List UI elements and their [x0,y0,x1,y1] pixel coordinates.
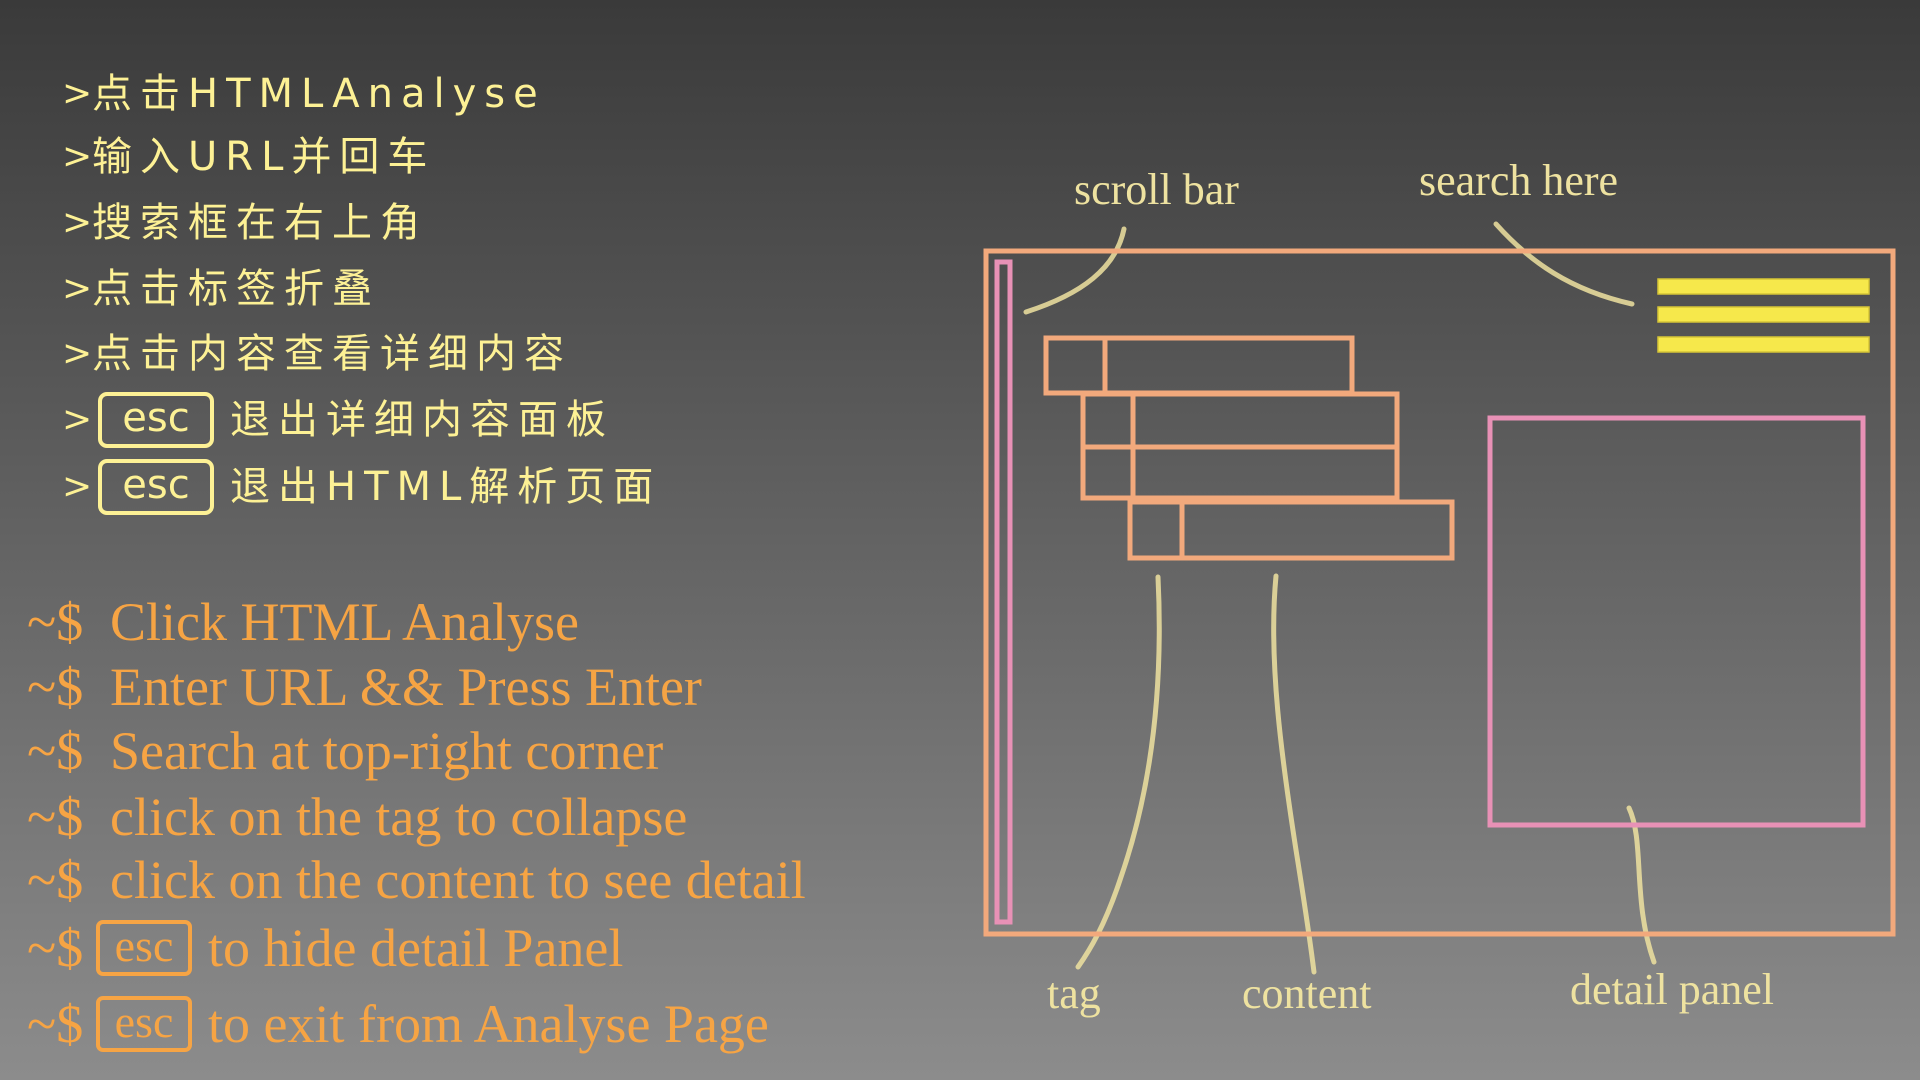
en-instruction-4: ~$ click on the tag to collapse [27,785,687,849]
shell-prompt: ~$ [27,850,84,910]
zh-instruction-text: 点击内容查看详细内容 [92,331,572,377]
search-bar-line [1657,278,1870,295]
tag-label: tag [1047,969,1101,1018]
zh-instruction-6: > esc 退出详细内容面板 [62,392,614,448]
tree-row [1043,335,1355,396]
zh-instruction-text: 点击标签折叠 [92,266,380,312]
zh-instruction-5: > 点击内容查看详细内容 [62,326,572,382]
prompt-chevron: > [62,136,93,177]
en-instruction-7: ~$ esc to exit from Analyse Page [27,992,769,1056]
zh-instruction-text: 搜索框在右上角 [92,200,428,246]
zh-instruction-4: > 点击标签折叠 [62,261,380,317]
en-instruction-6: ~$ esc to hide detail Panel [27,916,623,980]
prompt-chevron: > [62,202,93,243]
tag-cell [1080,444,1136,501]
content-leader-line [1271,573,1317,975]
esc-key-badge: esc [96,920,192,976]
search-label: search here [1419,156,1618,205]
shell-prompt: ~$ [27,721,84,781]
search-bar-line [1657,306,1870,323]
esc-key-badge: esc [98,459,214,515]
content-cell [1102,335,1355,396]
zh-instruction-text: 输入URL并回车 [92,134,436,180]
en-instruction-text: to exit from Analyse Page [208,994,769,1054]
content-cell [1179,499,1455,561]
zh-instruction-1: > 点击HTMLAnalyse [62,66,546,122]
zh-instruction-7: > esc 退出HTML解析页面 [62,459,661,515]
prompt-chevron: > [62,399,93,440]
en-instruction-text: to hide detail Panel [208,918,624,978]
content-cell [1130,444,1400,501]
tag-cell [1043,335,1108,396]
en-instruction-2: ~$ Enter URL && Press Enter [27,655,702,719]
tag-leader-line [1075,574,1162,970]
tree-row [1080,391,1400,450]
shell-prompt: ~$ [27,657,84,717]
en-instruction-text: Enter URL && Press Enter [110,657,702,717]
zh-instruction-text: 退出详细内容面板 [230,397,614,443]
shell-prompt: ~$ [27,787,84,847]
en-instruction-5: ~$ click on the content to see detail [27,848,806,912]
content-cell [1130,391,1400,450]
shell-prompt: ~$ [27,994,84,1054]
search-bar-line [1657,336,1870,353]
shell-prompt: ~$ [27,592,84,652]
en-instruction-1: ~$ Click HTML Analyse [27,590,579,654]
en-instruction-3: ~$ Search at top-right corner [27,719,663,783]
content-label: content [1242,969,1372,1018]
detail-panel-label: detail panel [1570,965,1774,1014]
prompt-chevron: > [62,73,93,114]
analyse-window-frame [983,248,1896,937]
prompt-chevron: > [62,268,93,309]
shell-prompt: ~$ [27,918,84,978]
zh-instruction-3: > 搜索框在右上角 [62,195,428,251]
scroll-bar [994,259,1013,925]
esc-key-badge: esc [98,392,214,448]
en-instruction-text: click on the content to see detail [110,850,806,910]
detail-panel-leader-line [1626,805,1657,965]
scroll-bar-label: scroll bar [1074,165,1239,214]
tag-cell [1127,499,1185,561]
zh-instruction-text: 点击HTMLAnalyse [92,71,546,117]
search-leader-line [1493,221,1635,307]
tree-row [1080,444,1400,501]
en-instruction-text: Search at top-right corner [110,721,664,781]
detail-panel [1487,415,1866,828]
zh-instruction-2: > 输入URL并回车 [62,129,435,185]
tree-row [1127,499,1455,561]
prompt-chevron: > [62,333,93,374]
tag-cell [1080,391,1136,450]
esc-key-badge: esc [96,996,192,1052]
en-instruction-text: Click HTML Analyse [110,592,579,652]
search-box [1657,278,1870,353]
en-instruction-text: click on the tag to collapse [110,787,688,847]
prompt-chevron: > [62,466,93,507]
zh-instruction-text: 退出HTML解析页面 [230,464,662,510]
scroll-bar-leader-line [1023,226,1127,315]
